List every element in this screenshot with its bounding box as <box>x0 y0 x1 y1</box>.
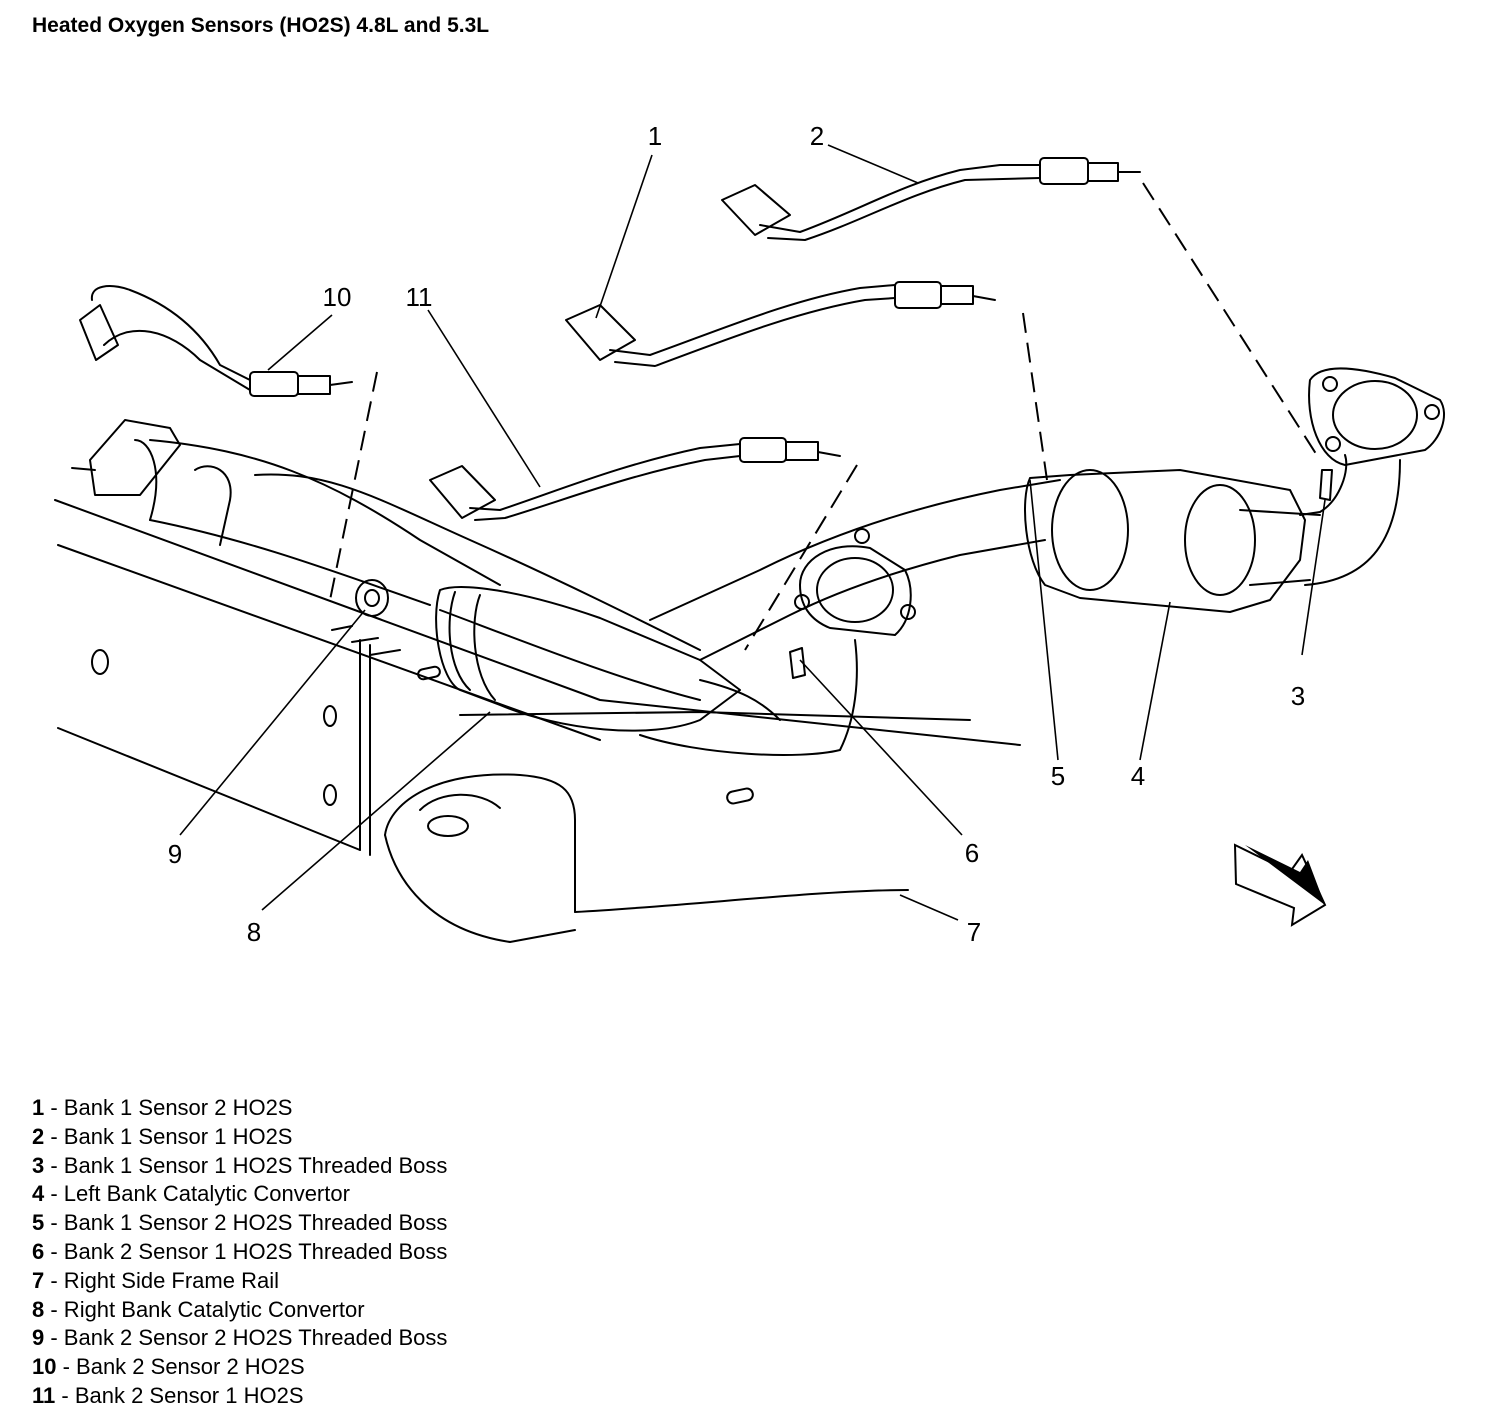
right-bank-catalytic-convertor <box>71 419 858 756</box>
legend-item: 6 - Bank 2 Sensor 1 HO2S Threaded Boss <box>32 1238 448 1264</box>
exhaust-diagram: 1 2 3 4 5 6 7 8 9 10 11 <box>54 121 1445 947</box>
callout-5: 5 <box>1051 761 1065 791</box>
legend-item: 11 - Bank 2 Sensor 1 HO2S <box>32 1382 304 1408</box>
legend-item: 1 - Bank 1 Sensor 2 HO2S <box>32 1095 293 1120</box>
sensor11-install-path <box>744 464 858 651</box>
legend-item: 5 - Bank 1 Sensor 2 HO2S Threaded Boss <box>32 1210 448 1236</box>
left-exhaust-flange <box>1308 367 1445 466</box>
legend-item: 3 - Bank 1 Sensor 1 HO2S Threaded Boss <box>32 1152 448 1178</box>
sensor2-install-path <box>1142 182 1321 461</box>
legend-item: 9 - Bank 2 Sensor 2 HO2S Threaded Boss <box>32 1325 448 1351</box>
bank2-sensor2-threaded-boss <box>355 579 389 617</box>
bank2-sensor1-threaded-boss <box>789 647 806 679</box>
front-direction-arrow-icon <box>1233 843 1327 927</box>
legend-item: 8 - Right Bank Catalytic Convertor <box>32 1296 365 1322</box>
bank2-sensor2-ho2s <box>79 285 353 397</box>
legend-item: 2 - Bank 1 Sensor 1 HO2S <box>32 1123 293 1149</box>
right-exhaust-flange <box>794 528 916 636</box>
legend-item: 10 - Bank 2 Sensor 2 HO2S <box>32 1354 305 1380</box>
diagram-title: Heated Oxygen Sensors (HO2S) 4.8L and 5.… <box>32 14 490 37</box>
legend-list: 1 - Bank 1 Sensor 2 HO2S 2 - Bank 1 Sens… <box>32 1094 447 1411</box>
legend-item: 4 - Left Bank Catalytic Convertor <box>32 1181 350 1207</box>
sensor1-install-path <box>1022 312 1048 481</box>
callout-2: 2 <box>810 121 824 151</box>
legend-item: 7 - Right Side Frame Rail <box>32 1267 279 1293</box>
callout-8: 8 <box>247 917 261 947</box>
bank2-sensor1-ho2s <box>429 437 841 521</box>
callout-7: 7 <box>967 917 981 947</box>
callout-10: 10 <box>323 282 352 312</box>
right-side-frame-rail <box>54 499 1021 943</box>
sensor10-install-path <box>329 371 378 601</box>
bank1-sensor1-threaded-boss <box>1319 469 1333 501</box>
bank1-sensor2-ho2s <box>565 281 996 367</box>
callout-9: 9 <box>168 839 182 869</box>
callout-4: 4 <box>1131 761 1145 791</box>
callout-3: 3 <box>1291 681 1305 711</box>
bank1-sensor1-ho2s <box>721 157 1141 241</box>
callout-11: 11 <box>406 282 433 312</box>
callout-1: 1 <box>648 121 662 151</box>
left-bank-catalytic-convertor <box>649 454 1401 661</box>
callout-6: 6 <box>965 838 979 868</box>
